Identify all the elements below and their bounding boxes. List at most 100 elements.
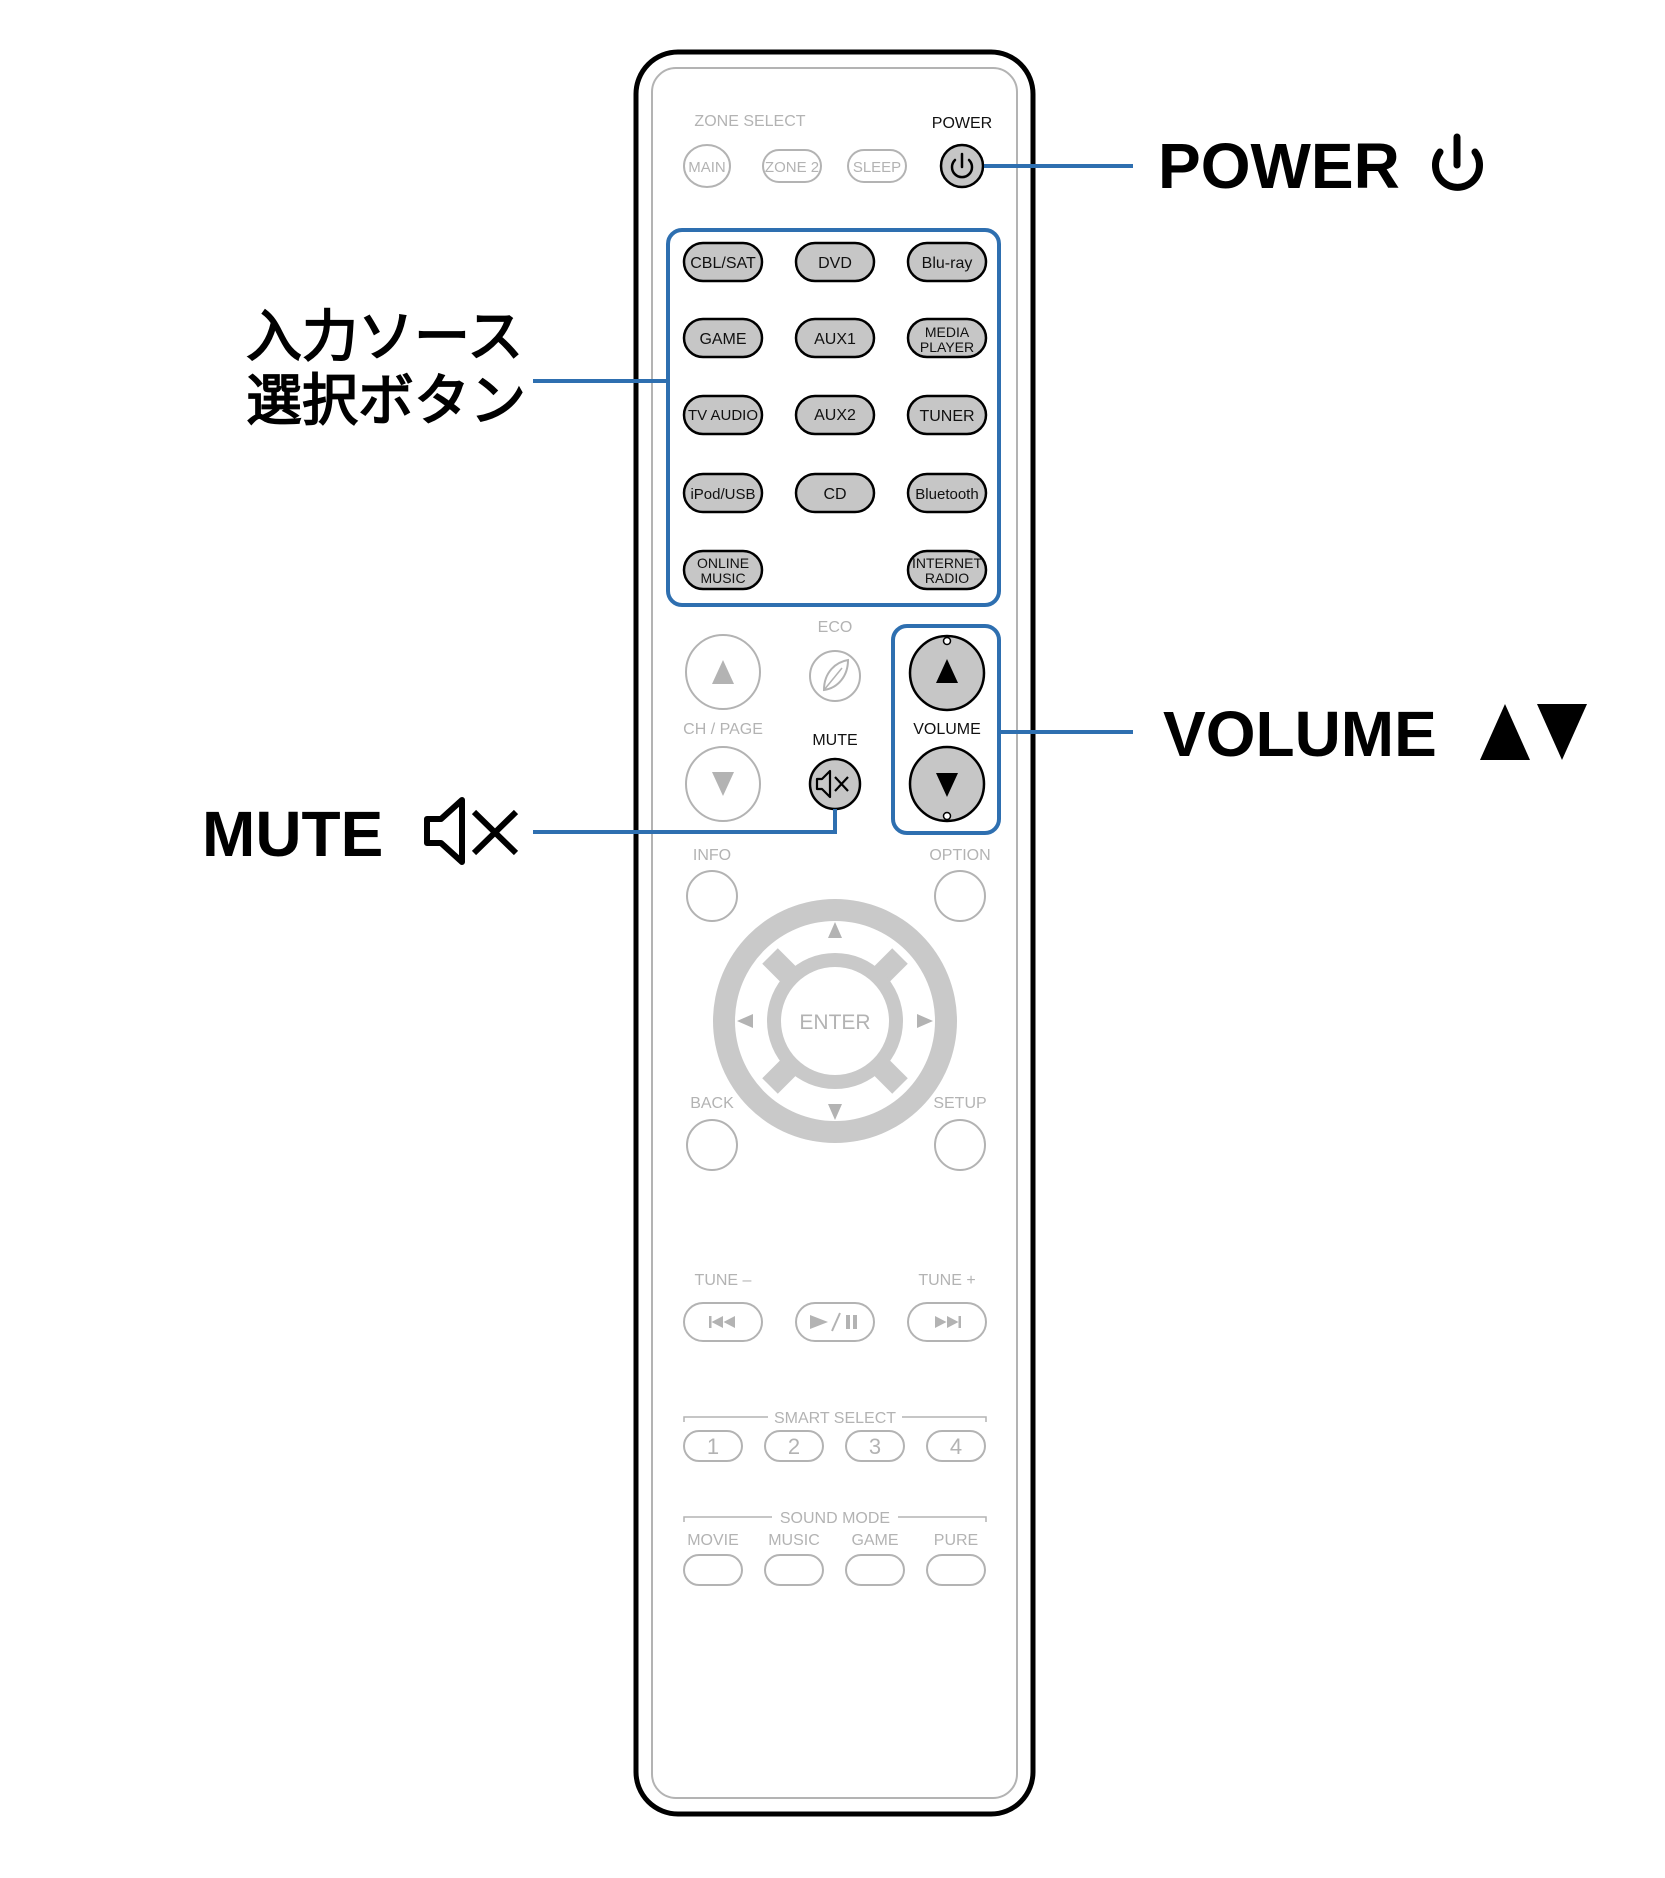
input-source-callout-line1: 入力ソース: [246, 305, 523, 370]
music-mode-label: MUSIC: [768, 1532, 820, 1549]
previous-button[interactable]: [683, 1302, 763, 1342]
smart-select-1-button[interactable]: 1: [683, 1430, 743, 1462]
volume-up-callout-icon: [1480, 704, 1530, 760]
d-pad-left-icon[interactable]: [737, 1014, 753, 1028]
input-source-highlight: [666, 228, 1001, 607]
cbl-sat-button[interactable]: CBL/SAT: [682, 241, 764, 283]
mute-callout: MUTE: [202, 797, 519, 870]
down-arrow-icon: [712, 772, 734, 796]
volume-down-button[interactable]: [908, 745, 986, 823]
volume-down-callout-icon: [1537, 704, 1587, 760]
back-button[interactable]: [686, 1119, 738, 1171]
d-pad-up-icon[interactable]: [828, 922, 842, 938]
zone-2-label: ZONE 2: [765, 159, 819, 176]
option-button[interactable]: [934, 870, 986, 922]
skip-back-icon: [709, 1316, 735, 1328]
power-callout-text: POWER: [1158, 130, 1400, 202]
smart-select-1-label: 1: [707, 1434, 719, 1459]
mute-icon: [815, 769, 849, 799]
mute-button[interactable]: [808, 757, 862, 811]
enter-label: ENTER: [799, 1011, 870, 1034]
smart-select-4-label: 4: [950, 1434, 962, 1459]
power-button[interactable]: [939, 143, 985, 189]
dvd-label: DVD: [818, 255, 852, 272]
zone-main-label: MAIN: [688, 159, 726, 176]
cbl-sat-label: CBL/SAT: [690, 255, 756, 272]
zone-main-button[interactable]: MAIN: [683, 144, 731, 188]
sound-mode-label: SOUND MODE: [780, 1510, 890, 1527]
up-arrow-icon: [712, 660, 734, 684]
smart-select-4-button[interactable]: 4: [926, 1430, 986, 1462]
aux1-label: AUX1: [814, 331, 856, 348]
radio-label: RADIO: [925, 570, 969, 586]
pure-label: PURE: [934, 1532, 978, 1549]
media-player-button[interactable]: MEDIA PLAYER: [906, 317, 988, 359]
tune-minus-label: TUNE –: [695, 1272, 752, 1289]
zone-select-label: ZONE SELECT: [694, 113, 805, 130]
player-label: PLAYER: [920, 339, 974, 355]
game-mode-button[interactable]: [845, 1554, 905, 1586]
smart-select-3-label: 3: [869, 1434, 881, 1459]
cd-label: CD: [823, 486, 846, 503]
volume-up-button[interactable]: [908, 634, 986, 712]
volume-callout: VOLUME: [1163, 698, 1587, 770]
eco-button[interactable]: [809, 650, 861, 702]
internet-radio-button[interactable]: INTERNET RADIO: [906, 549, 988, 591]
sleep-button[interactable]: SLEEP: [847, 149, 907, 183]
mute-callout-text: MUTE: [202, 798, 383, 870]
setup-label: SETUP: [933, 1095, 986, 1112]
pure-button[interactable]: [926, 1554, 986, 1586]
down-triangle-icon: [936, 773, 958, 797]
dvd-button[interactable]: DVD: [794, 241, 876, 283]
internet-label: INTERNET: [912, 555, 982, 571]
power-label: POWER: [932, 115, 992, 132]
aux2-button[interactable]: AUX2: [794, 394, 876, 436]
power-callout-icon: [1432, 133, 1483, 191]
info-label: INFO: [693, 847, 731, 864]
next-button[interactable]: [907, 1302, 987, 1342]
bluetooth-button[interactable]: Bluetooth: [906, 472, 988, 514]
up-triangle-icon: [936, 659, 958, 683]
input-source-callout-line2: 選択ボタン: [246, 369, 526, 434]
tuner-button[interactable]: TUNER: [906, 394, 988, 436]
cd-button[interactable]: CD: [794, 472, 876, 514]
online-music-button[interactable]: ONLINE MUSIC: [682, 549, 764, 591]
ipod-usb-button[interactable]: iPod/USB: [682, 472, 764, 514]
aux1-button[interactable]: AUX1: [794, 317, 876, 359]
power-icon: [950, 152, 974, 179]
music-mode-button[interactable]: [764, 1554, 824, 1586]
game-label: GAME: [699, 331, 746, 348]
play-pause-button[interactable]: [795, 1302, 875, 1342]
back-label: BACK: [690, 1095, 734, 1112]
smart-select-2-label: 2: [788, 1434, 800, 1459]
play-pause-icon: [810, 1312, 857, 1332]
volume-callout-text: VOLUME: [1163, 698, 1437, 770]
ch-page-down-button[interactable]: [685, 746, 761, 822]
mute-callout-icon: [424, 797, 519, 865]
eco-label: ECO: [818, 619, 853, 636]
game-mode-label: GAME: [851, 1532, 898, 1549]
d-pad-down-icon[interactable]: [828, 1104, 842, 1120]
d-pad[interactable]: ENTER: [713, 899, 957, 1143]
info-button[interactable]: [686, 870, 738, 922]
d-pad-right-icon[interactable]: [917, 1014, 933, 1028]
tuner-label: TUNER: [919, 408, 974, 425]
ch-page-up-button[interactable]: [685, 634, 761, 710]
online-label: ONLINE: [697, 555, 749, 571]
smart-select-group: SMART SELECT: [683, 1410, 987, 1427]
leaf-icon: [822, 658, 850, 692]
game-button[interactable]: GAME: [682, 317, 764, 359]
movie-label: MOVIE: [687, 1532, 739, 1549]
volume-highlight: [891, 624, 1001, 835]
music-label: MUSIC: [700, 570, 745, 586]
blu-ray-button[interactable]: Blu-ray: [906, 241, 988, 283]
setup-button[interactable]: [934, 1119, 986, 1171]
sound-mode-group: SOUND MODE: [683, 1510, 987, 1527]
smart-select-2-button[interactable]: 2: [764, 1430, 824, 1462]
tv-audio-button[interactable]: TV AUDIO: [682, 394, 764, 436]
zone-2-button[interactable]: ZONE 2: [762, 149, 822, 183]
movie-button[interactable]: [683, 1554, 743, 1586]
media-label: MEDIA: [925, 324, 970, 340]
smart-select-3-button[interactable]: 3: [845, 1430, 905, 1462]
